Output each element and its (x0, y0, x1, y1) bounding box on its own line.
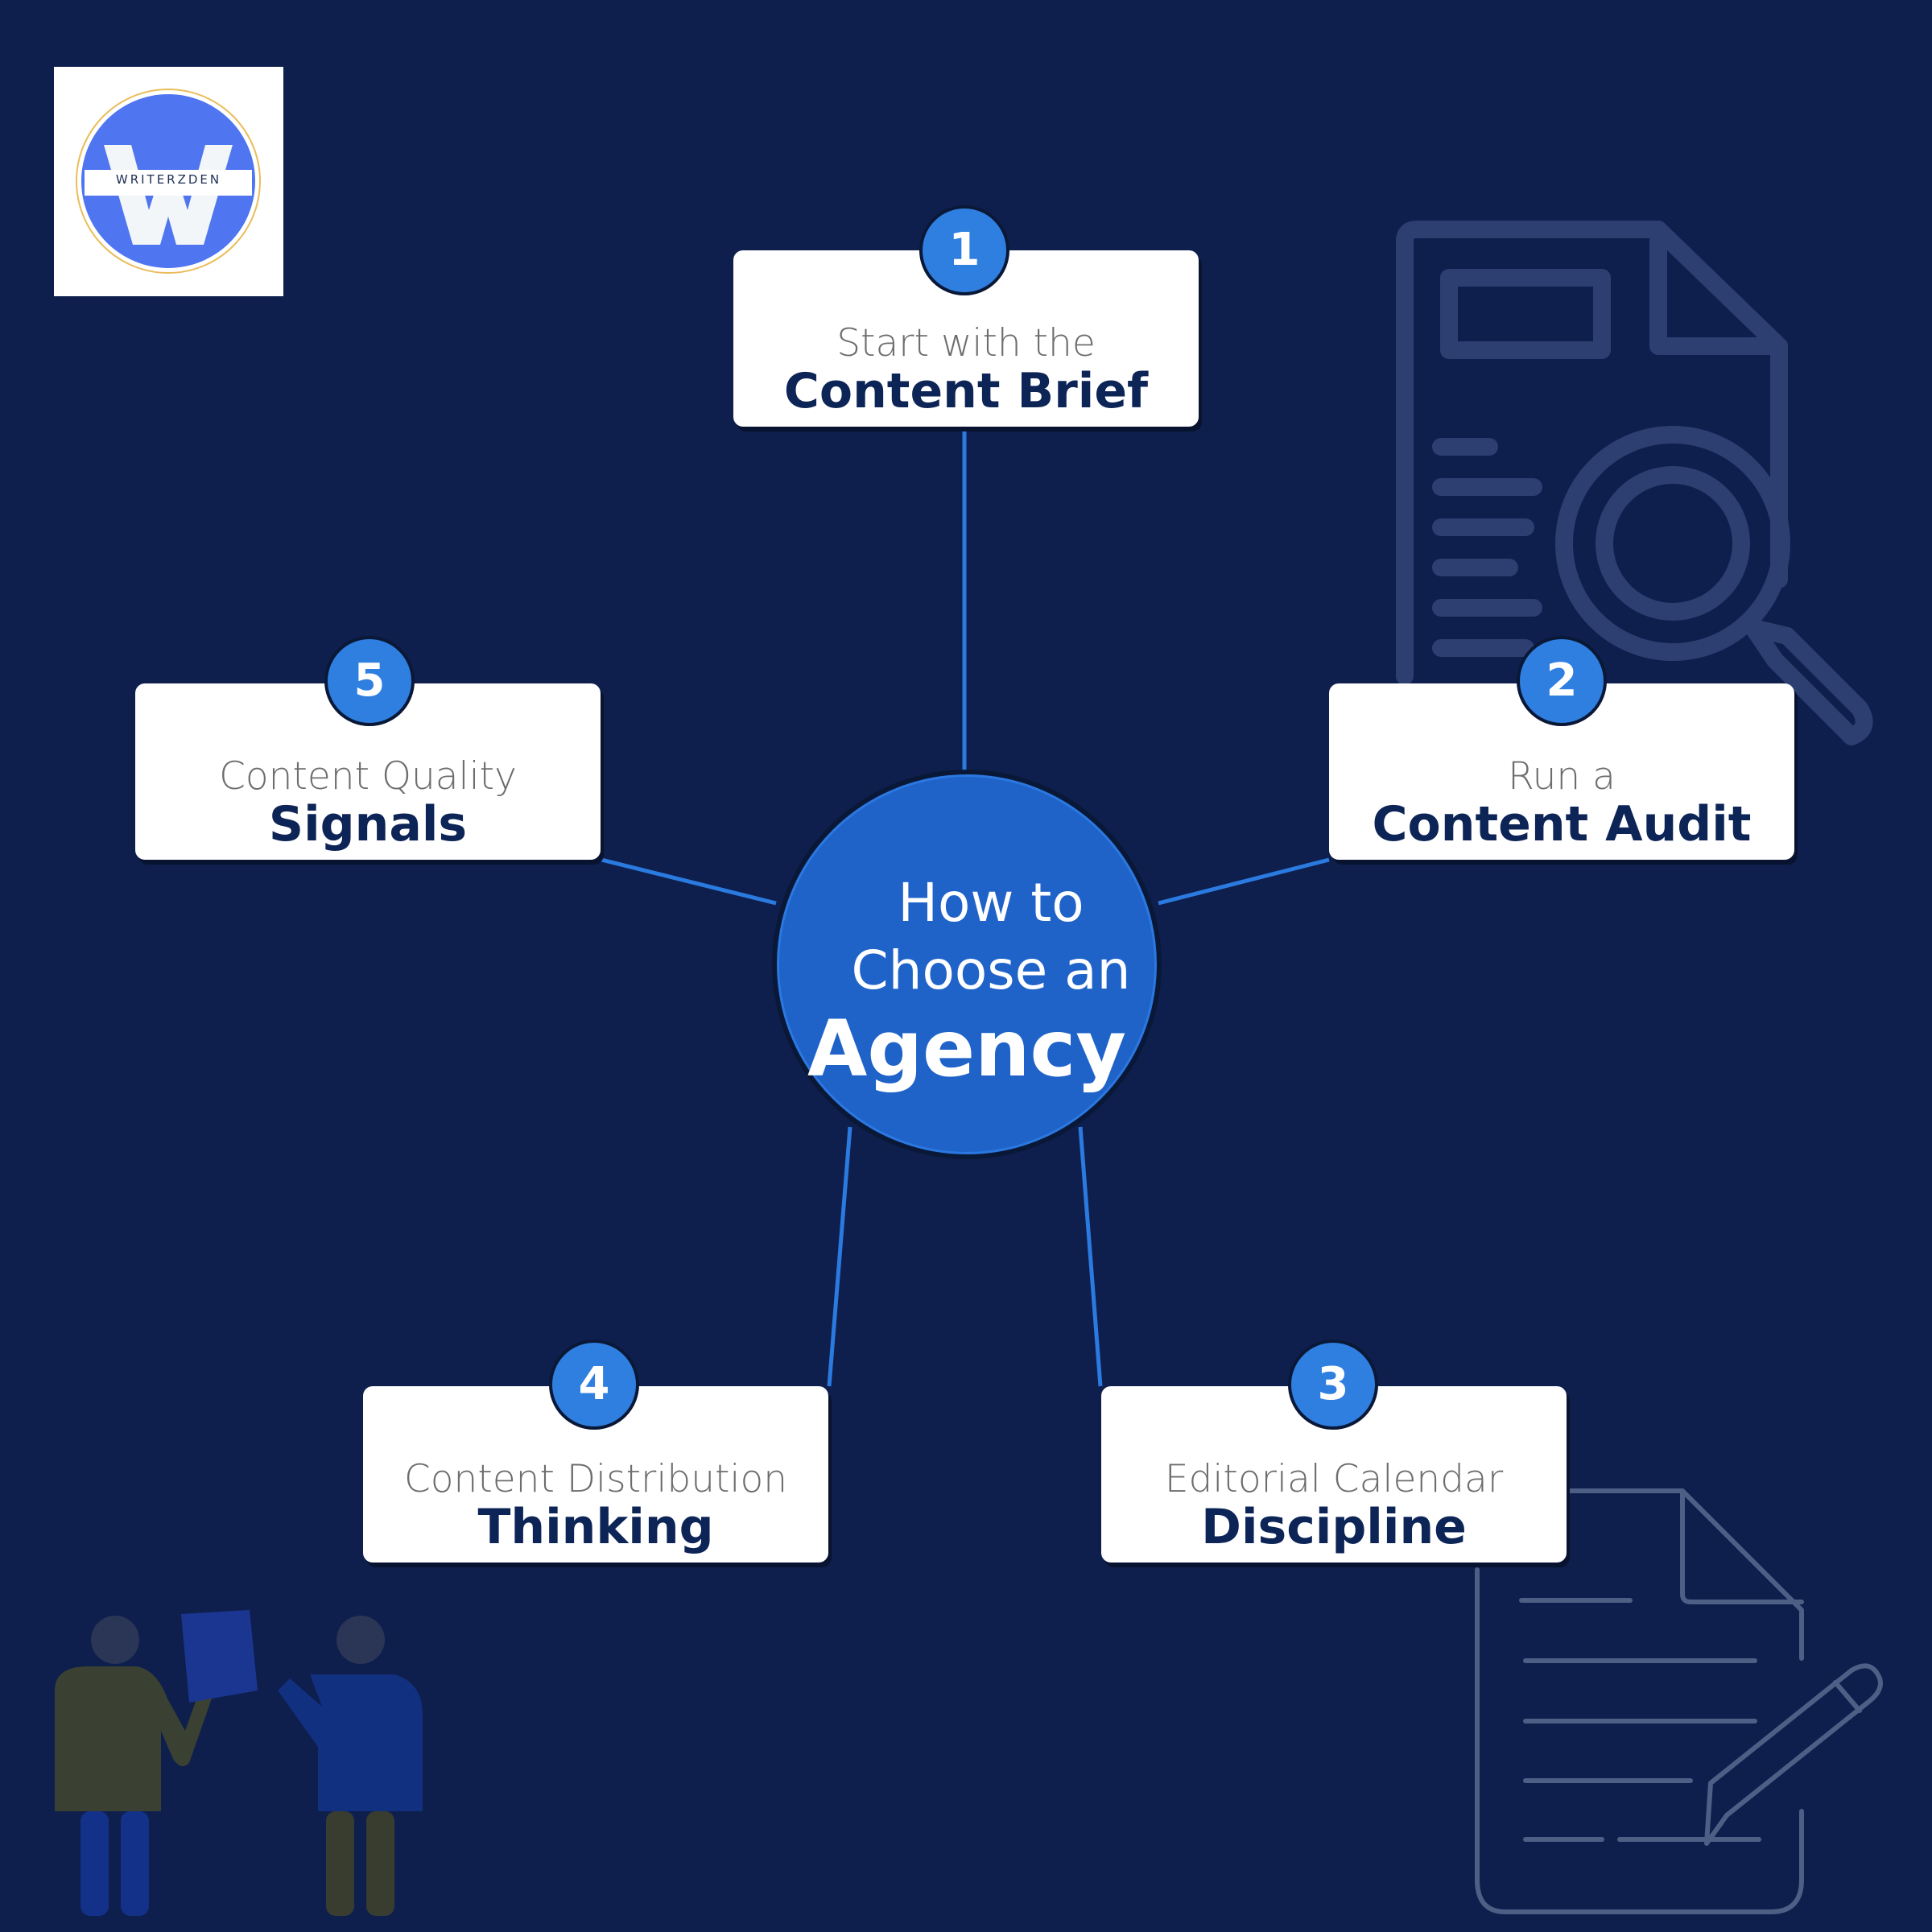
step-5-subtitle: Content Quality (219, 754, 517, 799)
center-hub: How to Choose an Agency (772, 770, 1162, 1159)
step-3-subtitle: Editorial Calendar (1164, 1457, 1504, 1501)
document-pencil-icon (1475, 1488, 1883, 1914)
step-3-badge: 3 (1288, 1340, 1378, 1430)
step-1-subtitle: Start with the (836, 321, 1096, 365)
hub-line-2: Choose an (851, 939, 1131, 1001)
step-4-title: Thinking (477, 1499, 714, 1555)
hub-title: Agency (807, 1004, 1126, 1094)
document-search-icon (1396, 221, 1873, 745)
hub-line-1: How to (898, 872, 1084, 934)
connector-lines (601, 427, 1330, 1387)
step-3-title: Discipline (1201, 1499, 1467, 1555)
step-5-badge: 5 (324, 636, 415, 726)
step-1-badge: 1 (919, 205, 1009, 295)
writerzden-logo[interactable]: WRITERZDEN (54, 67, 283, 296)
logo-mark (76, 89, 261, 274)
logo-text: WRITERZDEN (115, 172, 222, 187)
step-2-subtitle: Run a (1508, 754, 1616, 799)
step-5-title: Signals (268, 796, 468, 852)
step-1-title: Content Brief (783, 363, 1149, 419)
step-2-badge: 2 (1517, 636, 1607, 726)
step-4-subtitle: Content Distribution (403, 1457, 788, 1501)
people-discussion-icon (55, 1610, 423, 1916)
step-2-title: Content Audit (1372, 796, 1752, 852)
step-4-badge: 4 (549, 1340, 639, 1430)
